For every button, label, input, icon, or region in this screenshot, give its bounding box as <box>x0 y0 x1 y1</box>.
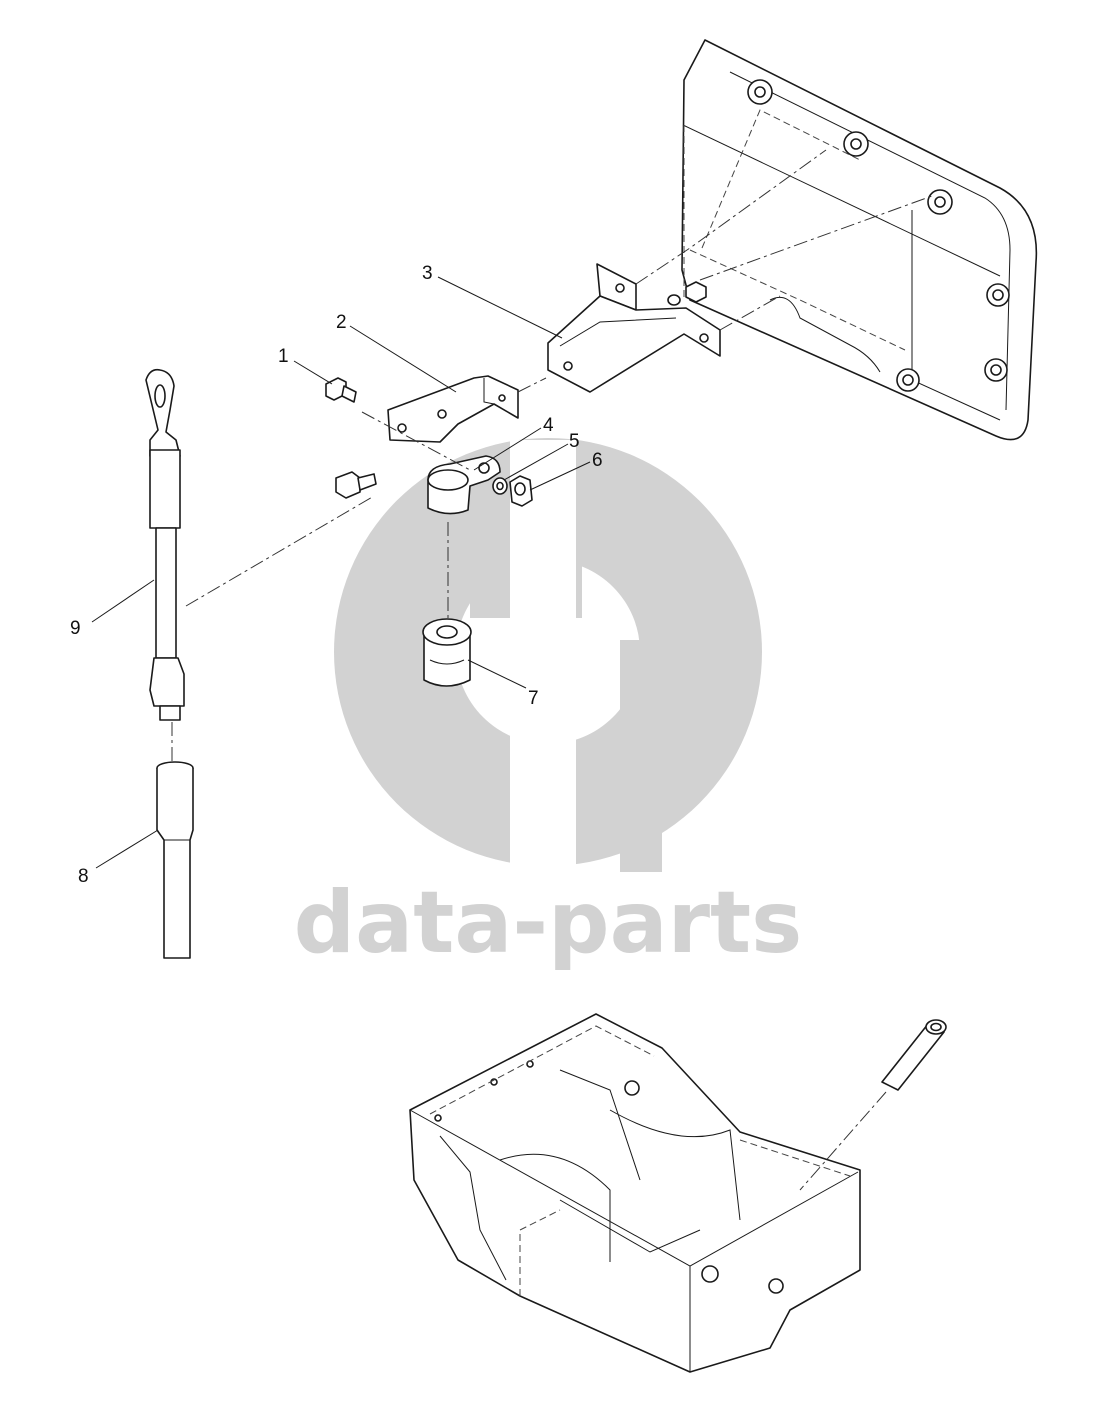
watermark-brand-text: data-parts <box>294 873 803 973</box>
engine-side-plate <box>681 39 1038 441</box>
callout-2: 2 <box>336 312 347 333</box>
leader-lines <box>91 276 591 869</box>
support-bracket-part-3 <box>547 263 721 393</box>
nut-part-6 <box>509 475 533 507</box>
dipstick-part-9 <box>145 368 185 721</box>
callout-9: 9 <box>70 618 81 639</box>
bracket-part-2 <box>387 375 519 443</box>
guide-tube-part-8 <box>156 761 194 959</box>
grommet-part-7 <box>422 618 472 687</box>
callout-1: 1 <box>278 346 289 367</box>
callout-labels: 1 2 3 4 5 6 7 8 9 <box>70 263 603 887</box>
watermark-logo <box>334 438 762 872</box>
engine-block <box>409 1013 861 1373</box>
watermark: data-parts <box>294 438 803 973</box>
bracket-hardware <box>667 281 707 306</box>
assembly-centerlines <box>171 149 933 1191</box>
callout-7: 7 <box>528 688 539 709</box>
bolt-part-1 <box>325 377 357 403</box>
callout-4: 4 <box>543 415 554 436</box>
bolt-lower <box>335 471 377 499</box>
washer-part-5 <box>492 477 508 495</box>
engine-block-tube <box>881 1019 947 1091</box>
callout-3: 3 <box>422 263 433 284</box>
callout-6: 6 <box>592 450 603 471</box>
callout-8: 8 <box>78 866 89 887</box>
callout-5: 5 <box>569 431 580 452</box>
clamp-part-4 <box>427 455 501 515</box>
